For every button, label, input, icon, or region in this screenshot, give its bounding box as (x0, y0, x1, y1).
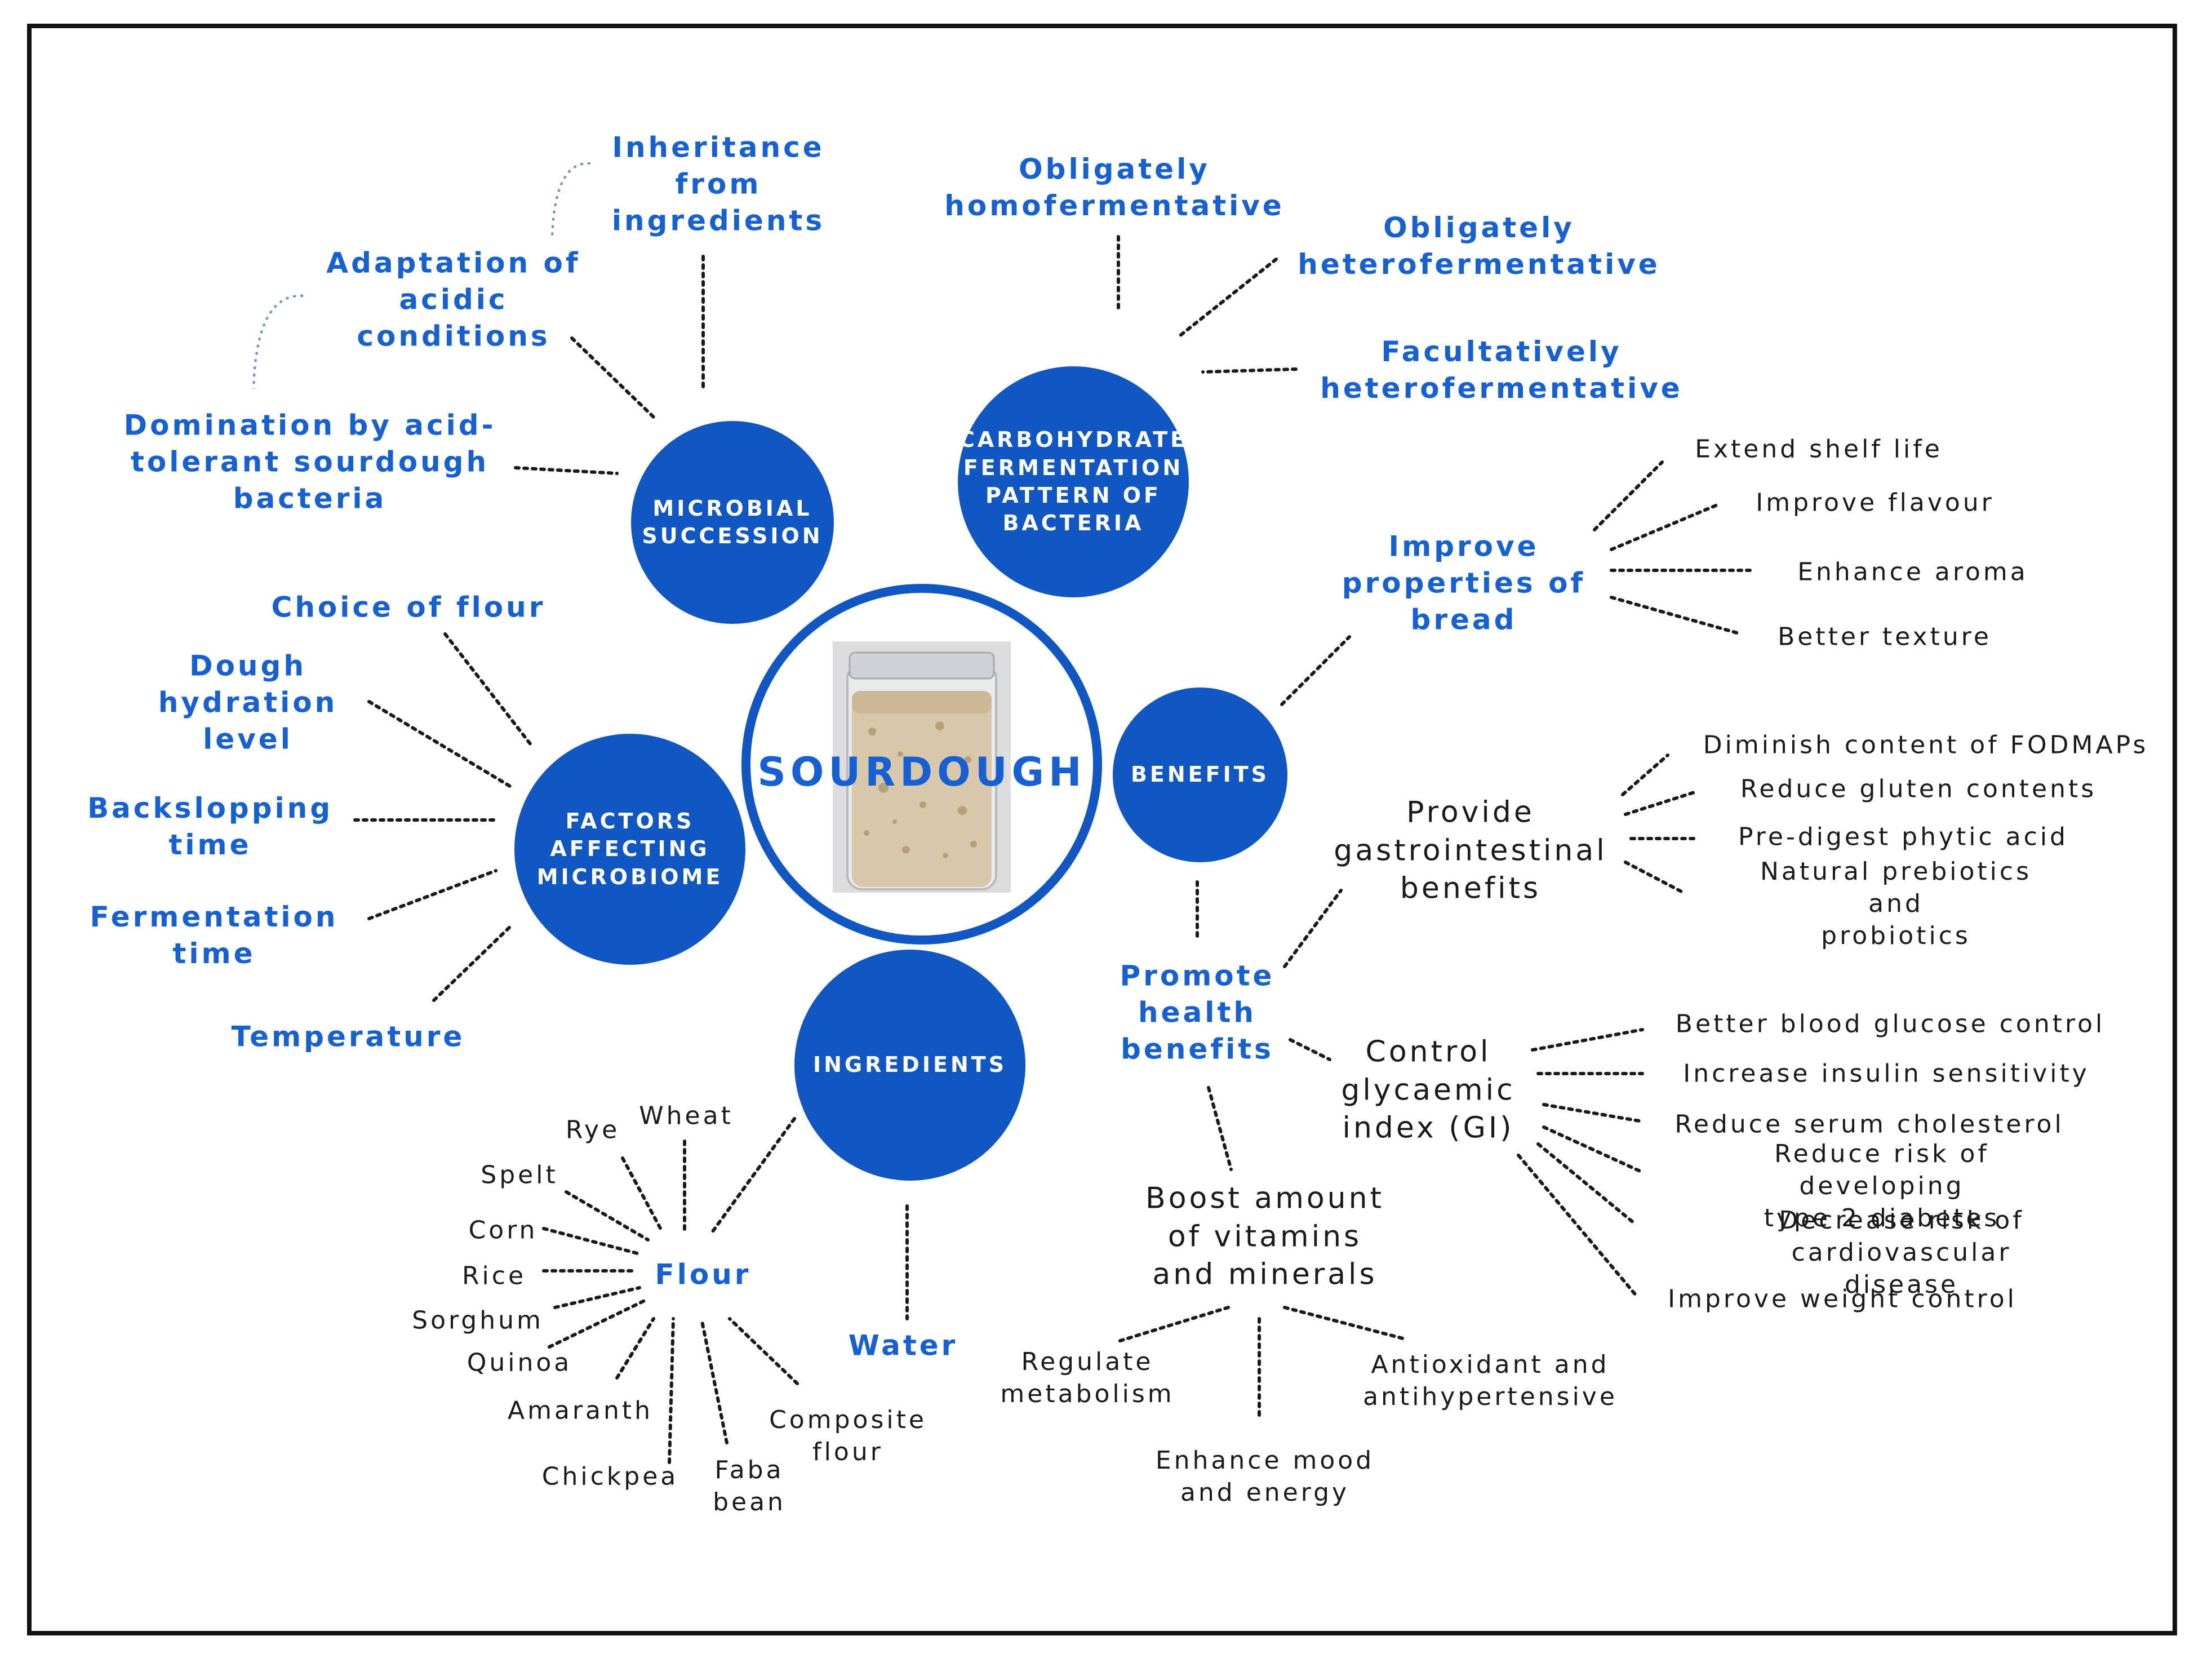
connector-hydration (367, 700, 512, 788)
connector-sorghum (553, 1286, 641, 1309)
connector-promote-vitamins (1207, 1086, 1233, 1171)
hub-ingredients-label: INGREDIENTS (812, 1052, 1007, 1078)
label-domination: Domination by acid- tolerant sourdough b… (123, 409, 496, 515)
label-flour: Flour (655, 1258, 752, 1291)
connector-weight (1517, 1154, 1638, 1298)
label-serum-cholesterol: Reduce serum cholesterol (1674, 1110, 2064, 1139)
hub-microbial-succession: MICROBIAL SUCCESSION (631, 421, 834, 624)
connector-promote-glycaemic (1289, 1038, 1331, 1061)
label-sorghum: Sorghum (412, 1306, 544, 1335)
diagram-frame (27, 24, 2177, 1635)
label-adaptation: Adaptation of acidic conditions (326, 246, 581, 353)
label-facultatively-heterofermentative: Facultatively heterofermentative (1320, 335, 1683, 405)
connector-spelt (565, 1190, 650, 1242)
label-rye: Rye (565, 1115, 620, 1145)
connector-diabetes (1542, 1125, 1644, 1174)
connector-shelf (1593, 460, 1664, 531)
label-rice: Rice (461, 1261, 527, 1291)
hub-factors-label: FACTORS AFFECTING MICROBIOME (536, 808, 723, 889)
label-wheat: Wheat (639, 1101, 734, 1130)
connector-prebiotics (1624, 861, 1686, 895)
label-backslopping-time: Backslopping time (87, 792, 334, 861)
connector-faba (700, 1317, 729, 1444)
label-regulate-metabolism: Regulate metabolism (1000, 1347, 1175, 1408)
connector-cardio (1536, 1142, 1636, 1225)
label-fermentation-time: Fermentation time (90, 901, 339, 970)
label-spelt: Spelt (481, 1160, 558, 1190)
connector-hetero (1179, 258, 1278, 337)
sourdough-jar-image (833, 641, 1011, 893)
hub-carbohydrate-fermentation-label: CARBOHYDRATE FERMENTATION PATTERN OF BAC… (958, 427, 1188, 536)
label-improve-flavour: Improve flavour (1756, 488, 1995, 517)
hub-carbohydrate-fermentation: CARBOHYDRATE FERMENTATION PATTERN OF BAC… (958, 366, 1189, 597)
connector-promote-gastro (1283, 889, 1343, 968)
label-faba-bean: Faba bean (713, 1455, 786, 1517)
connector-gluten (1624, 790, 1698, 816)
label-gastrointestinal-benefits: Provide gastrointestinal benefits (1334, 795, 1607, 906)
arrow-adaptation-to-domination (252, 294, 304, 389)
label-quinoa: Quinoa (467, 1348, 572, 1377)
label-improve-properties: Improve properties of bread (1342, 530, 1586, 636)
hub-factors-affecting-microbiome: FACTORS AFFECTING MICROBIOME (514, 734, 745, 965)
center-title: SOURDOUGH (757, 749, 1086, 795)
label-better-texture: Better texture (1778, 622, 1992, 651)
connector-composite (728, 1317, 799, 1385)
arrow-inheritance-to-adaptation (551, 162, 591, 237)
connector-fermentation-time (367, 869, 498, 920)
connector-amaranth (615, 1317, 655, 1380)
connector-flavour (1610, 503, 1720, 551)
label-enhance-aroma: Enhance aroma (1797, 557, 2028, 587)
label-prebiotics-probiotics: Natural prebiotics and probiotics (1760, 857, 2032, 951)
hub-benefits: BENEFITS (1113, 688, 1287, 862)
label-diminish-fodmaps: Diminish content of FODMAPs (1703, 730, 2149, 760)
label-mood-energy: Enhance mood and energy (1155, 1446, 1375, 1507)
connector-facultative (1201, 367, 1298, 374)
label-water: Water (848, 1329, 958, 1362)
label-pre-digest-phytic: Pre-digest phytic acid (1738, 822, 2068, 852)
connector-texture (1610, 596, 1743, 636)
label-corn: Corn (468, 1216, 538, 1245)
connector-ingredients-flour (711, 1117, 796, 1233)
label-type2-diabetes: Reduce risk of developing type 2 diabete… (1764, 1140, 2000, 1233)
connector-quinoa (548, 1297, 650, 1349)
connector-temperature (432, 923, 514, 1002)
label-obligately-homofermentative: Obligately homofermentative (944, 153, 1285, 222)
connector-domination (514, 466, 619, 475)
connector-cholesterol (1542, 1103, 1644, 1123)
connector-adaptation (570, 336, 655, 419)
label-antioxidant: Antioxidant and antihypertensive (1363, 1350, 1618, 1411)
label-chickpea: Chickpea (541, 1462, 679, 1491)
label-obligately-heterofermentative: Obligately heterofermentative (1298, 211, 1660, 281)
label-dough-hydration: Dough hydration level (158, 649, 338, 756)
label-reduce-gluten: Reduce gluten contents (1740, 774, 2097, 804)
hub-microbial-succession-label: MICROBIAL SUCCESSION (642, 495, 823, 548)
label-amaranth: Amaranth (507, 1396, 654, 1425)
connector-fodmaps (1621, 753, 1669, 796)
label-promote-health: Promote health benefits (1120, 959, 1275, 1066)
connector-benefits-improve (1280, 635, 1351, 706)
connector-antioxidant (1283, 1306, 1405, 1340)
connector-rye (621, 1156, 664, 1233)
label-control-glycaemic-index: Control glycaemic index (GI) (1341, 1035, 1516, 1145)
label-choice-of-flour: Choice of flour (271, 591, 546, 624)
label-extend-shelf-life: Extend shelf life (1695, 435, 1943, 464)
label-cardiovascular: Decrease risk of cardiovascular disease (1779, 1206, 2024, 1300)
label-temperature: Temperature (231, 1020, 465, 1053)
connector-glucose (1531, 1028, 1644, 1052)
connector-chickpea (668, 1317, 675, 1464)
label-insulin-sensitivity: Increase insulin sensitivity (1683, 1059, 2090, 1088)
label-blood-glucose: Better blood glucose control (1675, 1009, 2106, 1039)
label-weight-control: Improve weight control (1668, 1284, 2017, 1314)
connector-corn (542, 1227, 641, 1256)
label-vitamins-minerals: Boost amount of vitamins and minerals (1145, 1181, 1384, 1292)
label-composite-flour: Composite flour (769, 1405, 927, 1466)
hub-benefits-label: BENEFITS (1130, 762, 1270, 787)
hub-ingredients: INGREDIENTS (794, 950, 1025, 1181)
label-inheritance: Inheritance from ingredients (611, 131, 825, 237)
connector-metabolism (1117, 1306, 1230, 1343)
connector-choice-flour (443, 632, 534, 748)
